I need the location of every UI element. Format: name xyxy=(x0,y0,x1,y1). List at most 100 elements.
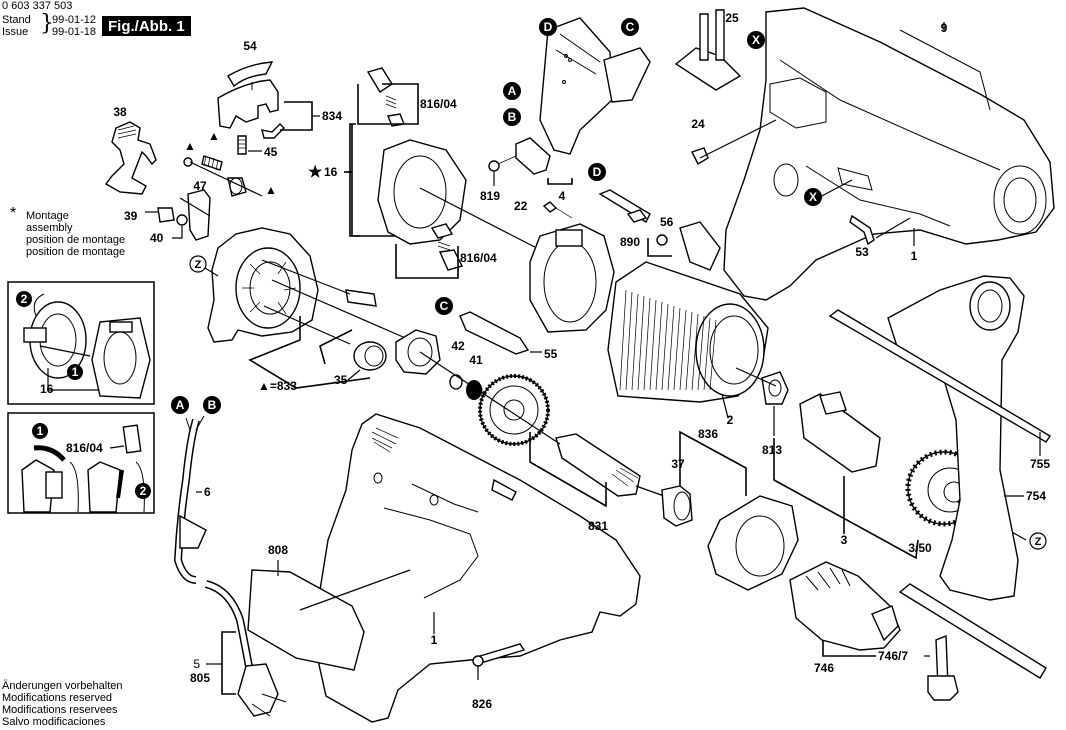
brace-icon: } xyxy=(40,11,54,36)
label-834: 834 xyxy=(322,109,342,123)
svg-text:C: C xyxy=(440,299,449,313)
label-808: 808 xyxy=(268,543,288,557)
stator-lamination-line xyxy=(625,291,633,391)
label-56: 56 xyxy=(660,215,674,229)
label-4: 4 xyxy=(559,189,566,203)
part-group-gear-train xyxy=(248,316,665,508)
assembly-note-line: Montage xyxy=(26,210,69,222)
z-callouts: Z Z xyxy=(189,255,1047,550)
part-group-drill-body xyxy=(247,413,641,723)
stator-lamination-line xyxy=(619,289,627,391)
label-831: 831 xyxy=(588,519,608,533)
label-816-04-lower: 816/04 xyxy=(460,251,497,265)
label-805: 805 xyxy=(190,671,210,685)
svg-text:Z: Z xyxy=(195,259,202,271)
stator-lamination-line xyxy=(649,299,657,391)
svg-text:X: X xyxy=(752,33,760,47)
part-group-chuck xyxy=(789,561,1047,701)
label-38: 38 xyxy=(113,105,127,119)
callouts: D C A B D C X X A B 2 1 1 2 xyxy=(16,18,822,499)
svg-text:D: D xyxy=(544,20,553,34)
label-6: 6 xyxy=(204,485,211,499)
label-35: 35 xyxy=(334,373,348,387)
footer-line: Änderungen vorbehalten xyxy=(2,680,123,692)
callout-z-right: Z xyxy=(1029,532,1047,550)
label-754: 754 xyxy=(1026,489,1046,503)
part-group-brush-holders xyxy=(344,67,561,279)
svg-text:1: 1 xyxy=(72,365,79,379)
footer-line: Modifications reserved xyxy=(2,692,113,704)
label-836: 836 xyxy=(698,427,718,441)
callout-d-top: D xyxy=(539,18,557,36)
label-25: 25 xyxy=(725,11,739,25)
stand-date: 99-01-12 xyxy=(52,14,97,26)
stand-label: Stand xyxy=(2,14,31,26)
label-39: 39 xyxy=(124,209,138,223)
label-16-inset: 16 xyxy=(40,382,54,396)
callout-a-switch: A xyxy=(503,82,521,100)
footer-line: Salvo modificaciones xyxy=(2,716,106,728)
label-746: 746 xyxy=(814,661,834,675)
callout-step-2-inset1: 2 xyxy=(16,291,32,307)
svg-text:X: X xyxy=(809,190,817,204)
stator-lamination-line xyxy=(703,317,711,391)
svg-text:1: 1 xyxy=(37,424,44,438)
part-group-gear-housing xyxy=(661,430,799,591)
label-40: 40 xyxy=(150,231,164,245)
svg-text:2: 2 xyxy=(140,484,147,498)
modifications-note: Änderungen vorbehalten Modifications res… xyxy=(2,680,122,728)
label-1-body: 1 xyxy=(431,633,438,647)
stator-lamination-line xyxy=(655,301,663,391)
label-813: 813 xyxy=(762,443,782,457)
issue-label: Issue xyxy=(2,26,29,38)
callout-c-top: C xyxy=(621,18,639,36)
stand-issue-labels: Stand Issue xyxy=(2,14,31,38)
callout-step-1-inset2: 1 xyxy=(32,423,48,439)
part-group-switch-cover xyxy=(217,61,320,155)
label-37: 37 xyxy=(671,457,685,471)
assembly-note-line: assembly xyxy=(26,222,73,234)
label-819: 819 xyxy=(480,189,500,203)
stand-issue-dates: 99-01-12 99-01-18 xyxy=(52,14,96,38)
stator-lamination-line xyxy=(679,309,687,391)
stator-lamination-line xyxy=(667,305,675,391)
label-755: 755 xyxy=(1030,457,1050,471)
callout-x-top: X xyxy=(747,31,765,49)
label-890: 890 xyxy=(620,235,640,249)
label-55: 55 xyxy=(544,347,558,361)
footer-line: Modifications reservees xyxy=(2,704,118,716)
part-number: 0 603 337 503 xyxy=(2,0,73,12)
callout-b-switch: B xyxy=(503,108,521,126)
callout-a-cord: A xyxy=(171,396,189,414)
label-816-04-upper: 816/04 xyxy=(420,97,457,111)
label-22: 22 xyxy=(514,199,528,213)
callout-z-left: Z xyxy=(189,255,207,273)
label-47: 47 xyxy=(193,179,207,193)
svg-text:B: B xyxy=(508,110,517,124)
part-group-motor-housing xyxy=(674,7,1055,301)
label-746-7: 746/7 xyxy=(878,649,908,663)
stator-lamination-line xyxy=(709,319,717,391)
triangle-markers: ▲ ▲ ▲ xyxy=(184,129,277,197)
label-833: ▲=833 xyxy=(258,379,297,393)
star-icon: ★ xyxy=(308,164,323,181)
label-826: 826 xyxy=(472,697,492,711)
svg-text:2: 2 xyxy=(21,292,28,306)
label-3-50: 3/50 xyxy=(908,541,932,555)
svg-text:B: B xyxy=(208,398,217,412)
issue-date: 99-01-18 xyxy=(52,26,97,38)
callout-x-mid: X xyxy=(804,188,822,206)
callout-b-cord: B xyxy=(203,396,221,414)
part-group-aux-handle xyxy=(828,275,1051,601)
asterisk-icon: * xyxy=(10,205,17,222)
svg-text:Z: Z xyxy=(1035,536,1042,548)
assembly-note: * Montage assembly position de montage p… xyxy=(10,205,125,259)
figure-label: Fig./Abb. 1 xyxy=(102,16,191,36)
callout-d-mid: D xyxy=(588,163,606,181)
label-45: 45 xyxy=(264,145,278,159)
inset-brush-holder-assembly xyxy=(7,281,155,405)
part-group-power-cord xyxy=(173,415,287,717)
triangle-icon: ▲ xyxy=(208,129,220,143)
label-1-housing: 1 xyxy=(911,249,918,263)
